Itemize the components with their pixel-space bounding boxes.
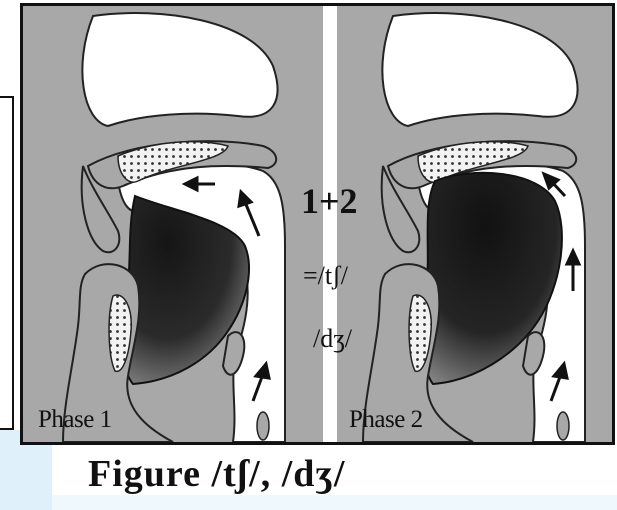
phase-2-label: Phase 2 (349, 406, 423, 434)
phase-1-label: Phase 1 (38, 406, 112, 434)
result-symbol-tsh: =/tʃ/ (303, 261, 348, 291)
phase-2-head (337, 6, 612, 442)
phase-combination-label: 1+2 (301, 180, 358, 222)
phase-1-head (23, 6, 323, 442)
result-symbol-dzh: /dʒ/ (313, 324, 352, 354)
articulation-figure: Phase 1 Phase 2 1+2 =/tʃ/ /dʒ/ (20, 3, 615, 445)
figure-caption: Figure /tʃ/, /dʒ/ (88, 452, 345, 496)
panel-divider (323, 6, 337, 442)
slide-bottom-tint (52, 495, 617, 510)
left-frame-fragment (0, 96, 14, 430)
vocal-tract-diagram (23, 6, 612, 442)
